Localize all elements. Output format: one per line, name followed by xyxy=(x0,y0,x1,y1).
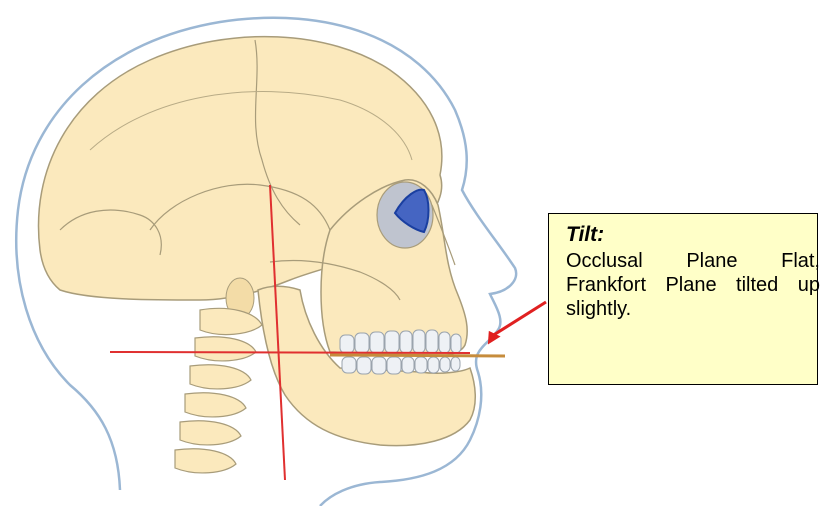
frankfort-plane-line xyxy=(110,352,470,353)
cervical-spine xyxy=(175,308,262,473)
occlusal-plane-line xyxy=(330,355,505,356)
callout-title: Tilt: xyxy=(566,224,817,246)
callout-body: Occlusal Plane Flat, Frankfort Plane til… xyxy=(566,249,820,321)
tilt-callout: Tilt: Occlusal Plane Flat, Frankfort Pla… xyxy=(548,213,818,385)
